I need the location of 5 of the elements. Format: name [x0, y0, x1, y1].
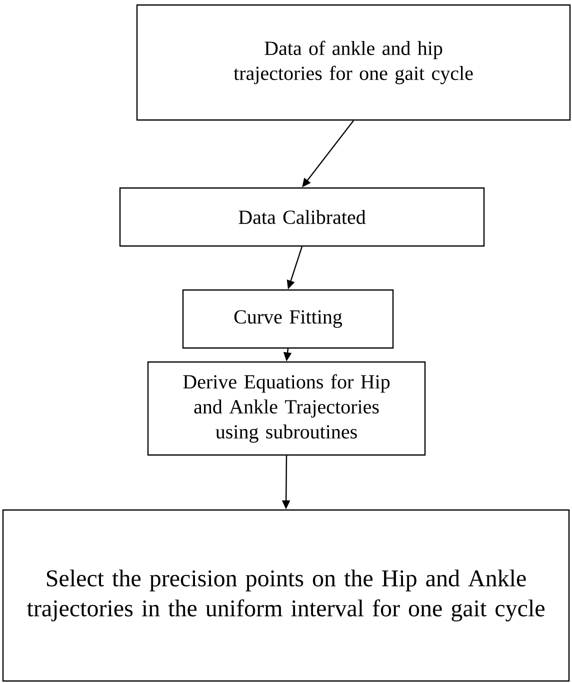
process-box: Data Calibrated [119, 187, 485, 247]
process-box: Curve Fitting [182, 289, 394, 349]
process-box: Data of ankle and hip trajectories for one gait cycle [136, 4, 571, 121]
process-box: Derive Equations for Hip and Ankle Trajectories using subroutines [147, 361, 426, 456]
process-box: Select the precision points on the Hip and Ankle trajectories in the uniform interval for one gait cycle [2, 509, 570, 682]
